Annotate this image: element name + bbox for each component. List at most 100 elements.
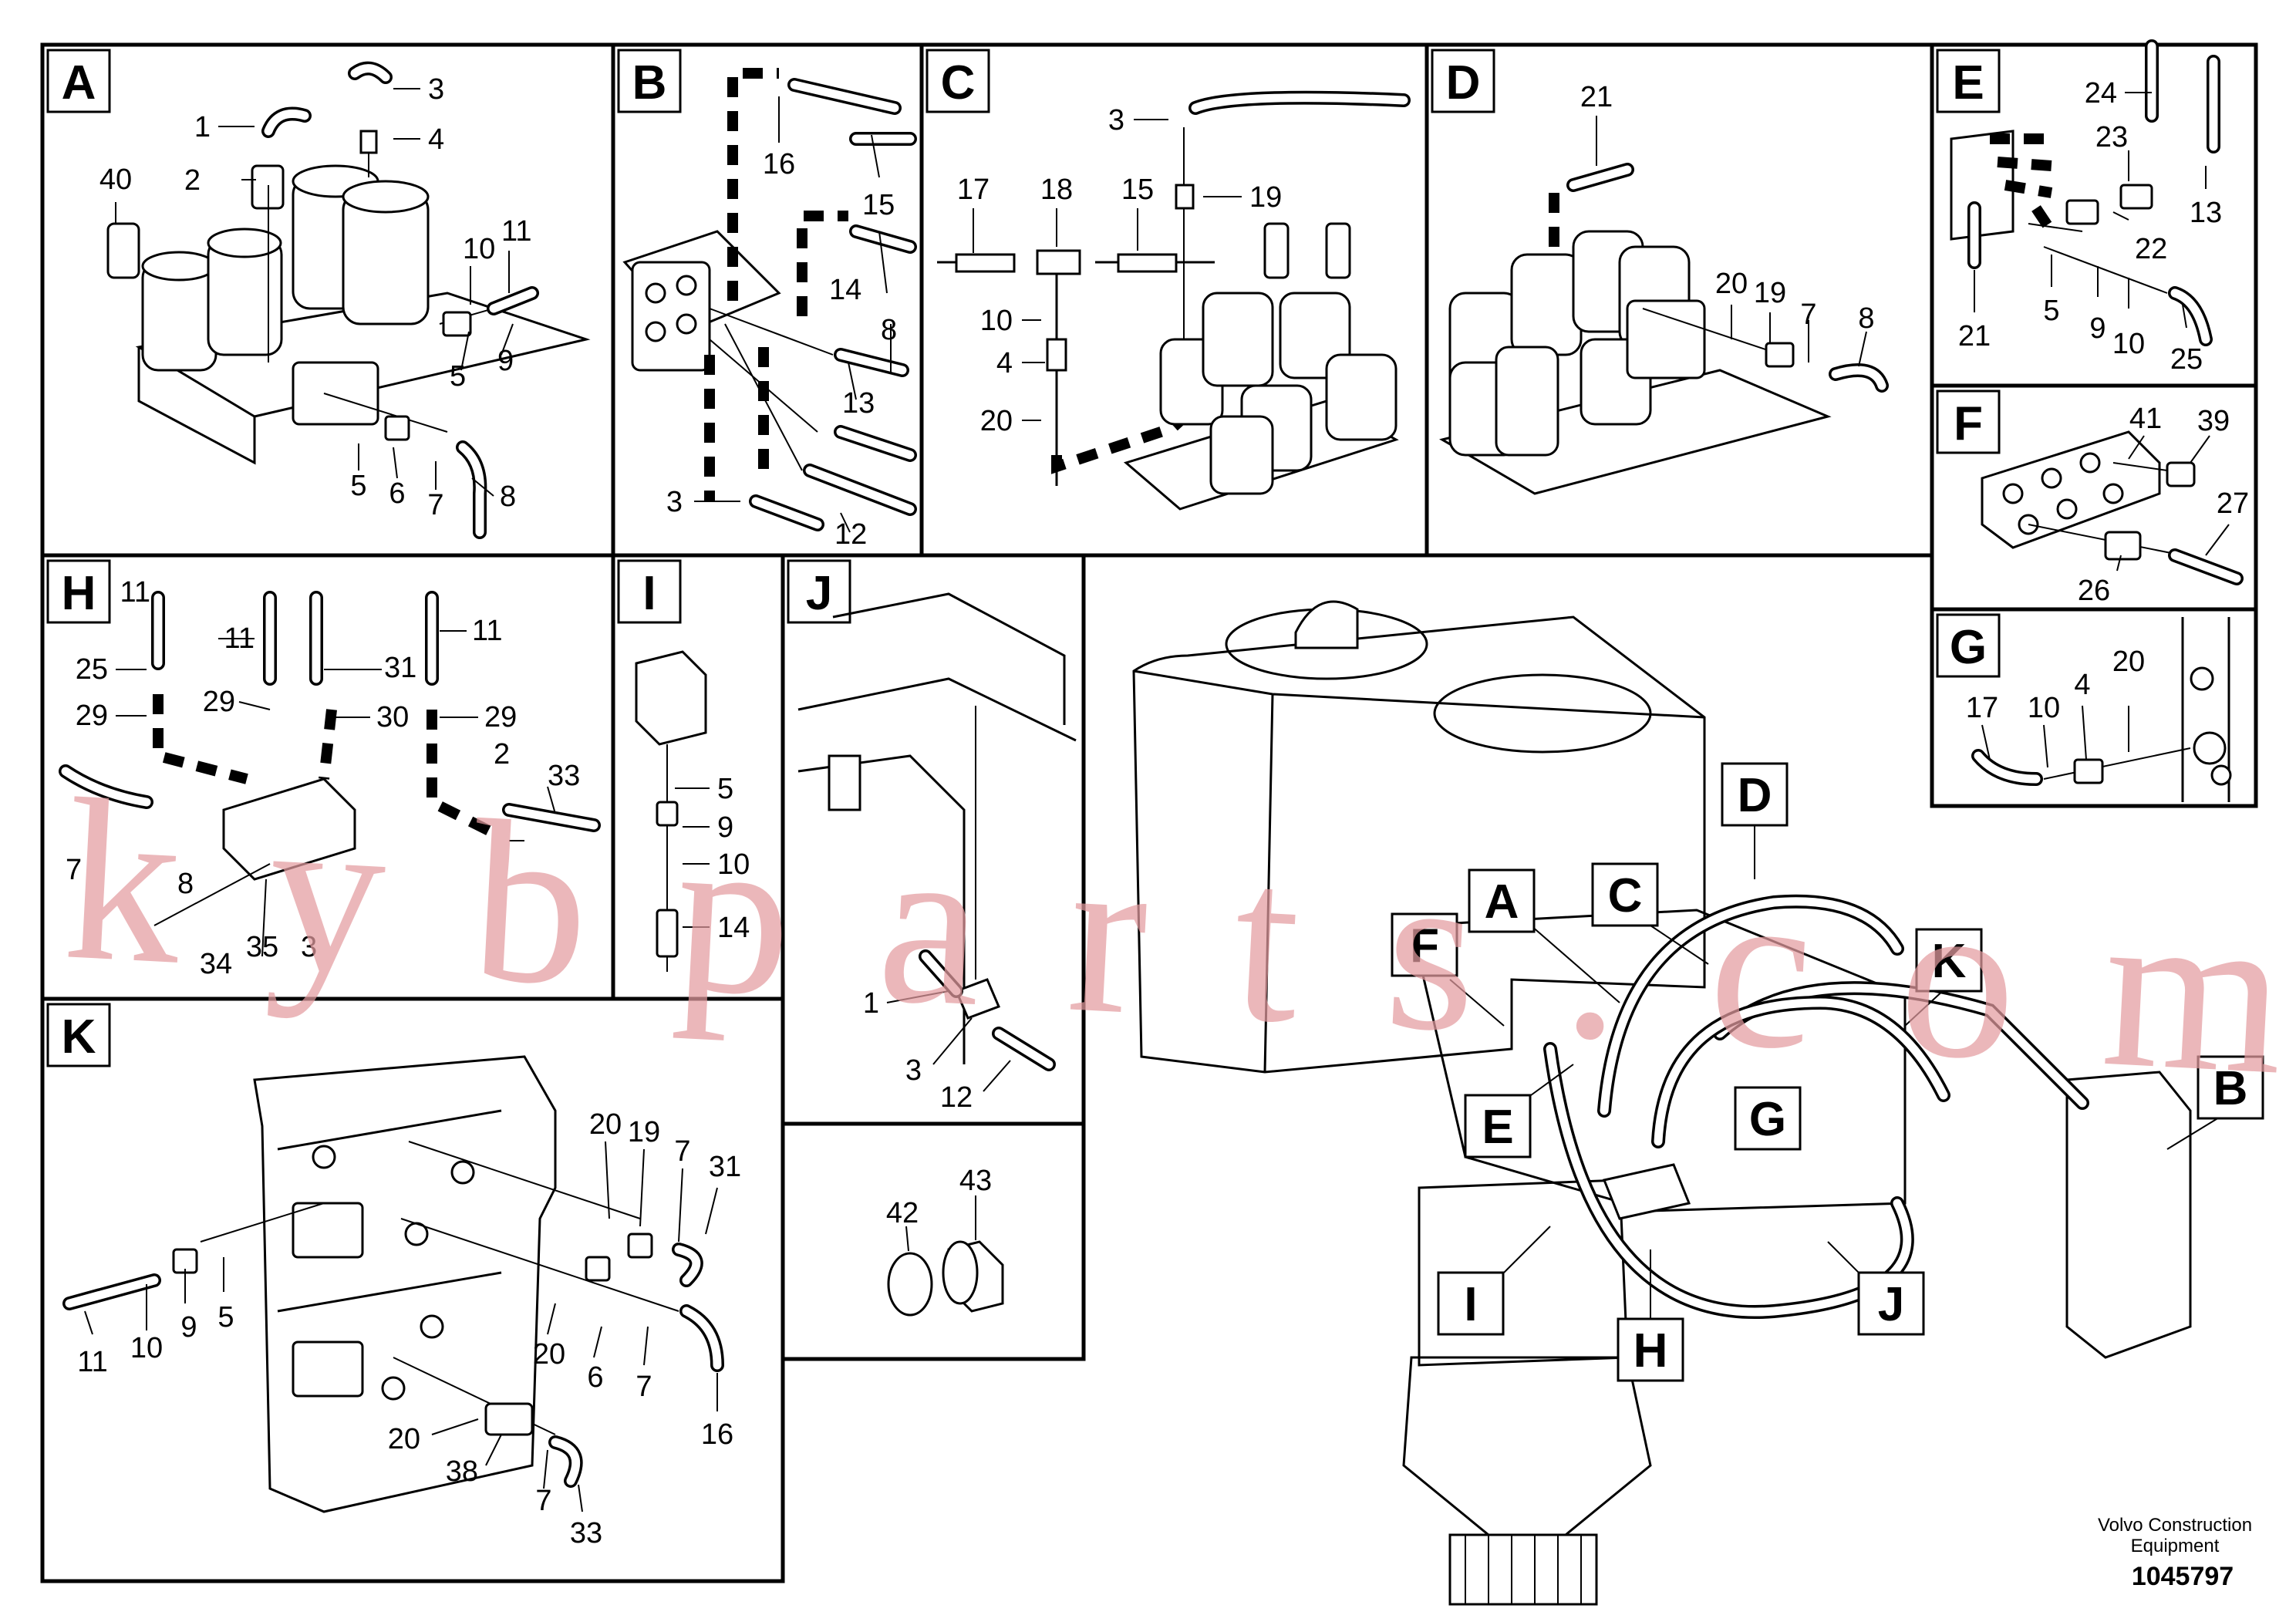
callout-b-3: 3 — [666, 486, 683, 518]
title-block: Volvo Construction Equipment 1045797 — [2098, 1515, 2252, 1591]
callout-f-41: 41 — [2129, 403, 2162, 435]
panel-label-b: B — [632, 56, 667, 110]
callout-e-25: 25 — [2170, 343, 2203, 376]
callout-j-1: 1 — [863, 987, 879, 1020]
callout-k-20-top: 20 — [589, 1108, 622, 1141]
panel-i-drawing — [635, 650, 707, 972]
callout-k-38: 38 — [446, 1455, 478, 1488]
callout-h-33: 33 — [548, 760, 580, 792]
panel-label-d: D — [1446, 56, 1481, 110]
overview-labels: D C A F K B E G I H J — [1391, 762, 2264, 1382]
panel-f-callouts: 41 39 27 26 — [2078, 403, 2249, 607]
overview-label-a: A — [1485, 875, 1519, 929]
panel-g-callouts: 17 10 4 20 — [1966, 646, 2145, 768]
callout-e-22: 22 — [2135, 233, 2167, 265]
panel-j-callouts: 1 3 12 — [863, 987, 1011, 1114]
callout-k-7-mid: 7 — [636, 1371, 652, 1403]
panel-label-a: A — [62, 56, 96, 110]
callout-a-5-upper: 5 — [450, 360, 466, 393]
panel-k-callouts: 20 19 7 31 11 10 9 5 20 6 7 16 20 38 7 3… — [77, 1108, 741, 1549]
callout-i-5: 5 — [717, 773, 733, 805]
callout-d-8: 8 — [1858, 302, 1874, 335]
callout-a-2: 2 — [184, 164, 201, 197]
callout-k-6: 6 — [587, 1361, 603, 1394]
panel-d-callouts: 21 20 19 7 8 — [1580, 81, 1875, 367]
callout-k-10: 10 — [130, 1332, 163, 1364]
panel-g-drawing — [1971, 617, 2232, 802]
panel-label-g: G — [1950, 621, 1987, 674]
overview-label-e: E — [1482, 1101, 1513, 1154]
callout-h-31: 31 — [384, 652, 416, 684]
callout-g-17: 17 — [1966, 692, 1998, 724]
callout-a-1: 1 — [194, 111, 211, 143]
brand-line-2: Equipment — [2131, 1536, 2220, 1556]
panel-j-drawing — [797, 592, 1077, 1071]
overview-label-i: I — [1464, 1278, 1477, 1331]
panel-frames — [40, 42, 2258, 1583]
callout-b-14: 14 — [829, 274, 861, 306]
callout-k-9: 9 — [180, 1311, 197, 1344]
panel-label-k: K — [62, 1010, 96, 1064]
callout-c-10: 10 — [980, 305, 1013, 337]
callout-e-9: 9 — [2089, 312, 2106, 345]
panel-a-callouts: 1 2 3 4 40 10 11 9 5 5 6 7 8 — [99, 73, 532, 521]
callout-a-4: 4 — [428, 123, 444, 156]
callout-g-10: 10 — [2028, 692, 2060, 724]
callout-j-3: 3 — [905, 1054, 922, 1087]
panel-e-callouts: 24 23 22 13 21 5 9 10 25 — [1958, 77, 2222, 376]
callout-b-12: 12 — [834, 518, 867, 551]
panel-c-callouts: 3 19 17 18 15 10 4 20 — [957, 104, 1282, 437]
callout-h-7: 7 — [66, 854, 82, 886]
panel-i-callouts: 5 9 10 14 — [675, 773, 750, 944]
callout-h-29-right: 29 — [484, 701, 517, 733]
callout-h-2: 2 — [494, 738, 510, 771]
panel-e-drawing — [1950, 39, 2220, 346]
callout-b-16: 16 — [763, 148, 795, 180]
callout-c-18: 18 — [1040, 174, 1073, 206]
callout-f-27: 27 — [2217, 487, 2249, 520]
callout-k-5: 5 — [217, 1301, 234, 1334]
callout-k-19: 19 — [628, 1116, 660, 1148]
callout-c-19: 19 — [1249, 181, 1282, 214]
callout-e-10: 10 — [2112, 328, 2145, 360]
callout-42: 42 — [886, 1197, 919, 1229]
callout-h-11-left: 11 — [120, 576, 150, 609]
callout-i-14: 14 — [717, 912, 750, 944]
overview-label-c: C — [1608, 869, 1643, 922]
callout-a-10: 10 — [463, 233, 495, 265]
callout-a-3: 3 — [428, 73, 444, 106]
overview-label-k: K — [1932, 935, 1967, 988]
callout-j-12: 12 — [940, 1081, 973, 1114]
document-number: 1045797 — [2132, 1562, 2234, 1591]
callout-c-17: 17 — [957, 174, 990, 206]
callout-d-7: 7 — [1800, 298, 1816, 331]
callout-d-19: 19 — [1754, 277, 1786, 309]
overview-label-b: B — [2213, 1062, 2248, 1115]
callout-c-4: 4 — [996, 347, 1013, 379]
callout-e-5: 5 — [2043, 295, 2059, 327]
panel-label-f: F — [1954, 397, 1983, 450]
callout-a-5-lower: 5 — [350, 470, 366, 502]
overview-label-j: J — [1878, 1278, 1904, 1331]
panel-label-c: C — [941, 56, 976, 110]
panel-c-drawing — [937, 90, 1411, 511]
panel-d-drawing — [1439, 163, 1889, 495]
callout-k-20-bottom: 20 — [388, 1423, 420, 1455]
panel-b-callouts: 16 15 14 8 13 3 12 — [666, 96, 897, 551]
callout-i-10: 10 — [717, 848, 750, 881]
panel-label-e: E — [1952, 56, 1984, 110]
callout-h-3: 3 — [301, 931, 317, 963]
callout-h-35: 35 — [246, 931, 278, 963]
callout-f-39: 39 — [2197, 405, 2230, 437]
callout-i-9: 9 — [717, 811, 733, 844]
callout-h-29-mid: 29 — [203, 686, 235, 718]
panel-h-drawing — [59, 591, 601, 926]
callout-e-13: 13 — [2190, 197, 2222, 229]
panel-h-callouts: 11 31 11 11 25 29 29 30 29 2 33 7 8 34 3… — [66, 576, 580, 980]
callout-a-8: 8 — [500, 481, 516, 513]
callout-a-7: 7 — [427, 489, 443, 521]
overview-label-f: F — [1410, 919, 1439, 973]
callout-k-20-mid: 20 — [533, 1338, 565, 1371]
callout-g-20: 20 — [2112, 646, 2145, 678]
